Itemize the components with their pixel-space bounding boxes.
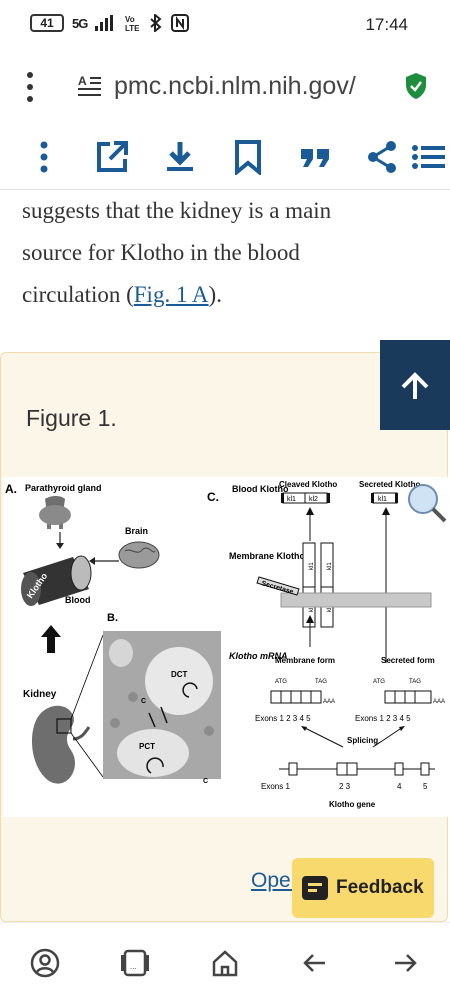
svg-text:...: ... — [130, 962, 137, 971]
kl1-secreted-label: kl1 — [378, 496, 387, 503]
brain-label: Brain — [125, 526, 148, 536]
gene-exon-4-label: 4 — [397, 782, 402, 791]
dct-label: DCT — [171, 670, 188, 679]
url-text[interactable]: pmc.ncbi.nlm.nih.gov/ — [114, 72, 356, 100]
feedback-label: Feedback — [336, 877, 424, 898]
bookmark-icon[interactable] — [230, 139, 266, 175]
kl1-label: kl1 — [287, 496, 296, 503]
panel-b-label: B. — [107, 612, 118, 624]
splicing-label: Splicing — [347, 736, 378, 745]
parathyroid-label: Parathyroid gland — [25, 483, 102, 493]
membrane-kl1-label: kl1 — [309, 562, 315, 570]
more-options-icon[interactable] — [26, 139, 62, 175]
brain-drawing — [118, 541, 160, 569]
tabs-icon[interactable]: ... — [119, 947, 151, 979]
paragraph-line-3-end: ). — [208, 282, 222, 307]
article-paragraph: suggests that the kidney is a main sourc… — [22, 190, 422, 316]
paragraph-line-1: suggests that the kidney is a main — [22, 198, 332, 223]
klotho-gene-label: Klotho gene — [329, 800, 376, 809]
svg-text:A: A — [78, 74, 87, 88]
kidney-label: Kidney — [23, 689, 57, 700]
secreted-form-label: Secreted form — [381, 656, 435, 665]
security-shield-icon[interactable] — [404, 72, 428, 100]
back-arrow-icon[interactable] — [299, 947, 331, 979]
feedback-icon — [302, 876, 328, 900]
article-toolbar — [0, 124, 450, 190]
figure-image[interactable]: A. Parathyroid gland Brain Klotho Blood — [3, 477, 449, 817]
membrane2-kl1-label: kl1 — [327, 562, 333, 570]
gene-exon-5-label: 5 — [423, 782, 428, 791]
reader-mode-icon[interactable]: A — [78, 74, 102, 98]
signal-icon — [95, 15, 114, 31]
membrane2-kl2-label: kl2 — [327, 604, 333, 612]
atg-label-2: ATG — [373, 679, 385, 685]
download-icon[interactable] — [162, 139, 198, 175]
zoom-magnifier-icon[interactable] — [408, 484, 447, 523]
blood-vessel-drawing — [21, 555, 92, 606]
bluetooth-icon — [150, 14, 162, 32]
network-label: 5G — [72, 15, 88, 31]
open-figure-link[interactable]: Open — [251, 869, 303, 892]
gene-exons-label: Exons 1 — [261, 782, 290, 791]
c-small-label-1: C — [141, 698, 146, 705]
system-navigation-bar: ... — [0, 922, 450, 1000]
forward-arrow-icon[interactable] — [389, 947, 421, 979]
atg-label-1: ATG — [275, 679, 287, 685]
c-small-label-2: C — [203, 778, 208, 785]
table-of-contents-icon[interactable] — [410, 139, 446, 175]
profile-icon[interactable] — [29, 947, 61, 979]
gene-exon-23-label: 2 3 — [339, 782, 351, 791]
cell-membrane — [280, 592, 432, 608]
klotho-mrna-label: Klotho mRNA — [229, 651, 288, 661]
tag-label-2: TAG — [409, 679, 421, 685]
cleaved-klotho-label: Cleaved Klotho — [279, 480, 337, 489]
nfc-icon — [171, 14, 190, 32]
back-to-top-button[interactable] — [380, 340, 450, 430]
paragraph-line-3: circulation ( — [22, 282, 134, 307]
exons-membrane-label: Exons 1 2 3 4 5 — [255, 714, 311, 723]
exons-secreted-label: Exons 1 2 3 4 5 — [355, 714, 411, 723]
figure-panel: Figure 1. A. Parathyroid gland Brain — [0, 352, 449, 922]
pct-label: PCT — [139, 742, 155, 751]
svg-text:LTE: LTE — [125, 24, 140, 32]
blood-label-a: Blood — [65, 595, 91, 605]
tag-label-1: TAG — [315, 679, 327, 685]
membrane-klotho-label: Membrane Klotho — [229, 551, 306, 561]
panel-c-label: C. — [207, 490, 219, 504]
home-icon[interactable] — [209, 947, 241, 979]
share-icon[interactable] — [364, 139, 400, 175]
kidney-drawing — [31, 705, 75, 784]
arrow-up-icon — [401, 372, 429, 399]
feedback-button[interactable]: Feedback — [292, 858, 434, 918]
membrane-kl2-label: kl2 — [309, 604, 315, 612]
panel-a-label: A. — [5, 482, 17, 496]
blood-klotho-label: Blood Klotho — [232, 484, 289, 494]
figure-1a-link[interactable]: Fig. 1 A — [133, 282, 209, 307]
cite-quote-icon[interactable] — [298, 139, 334, 175]
battery-indicator: 41 — [30, 14, 64, 32]
aaa-label-2: AAA — [433, 699, 445, 705]
kl2-label: kl2 — [309, 496, 318, 503]
figure-title: Figure 1. — [26, 405, 117, 431]
open-external-icon[interactable] — [94, 139, 130, 175]
browser-url-bar: A pmc.ncbi.nlm.nih.gov/ — [0, 50, 450, 124]
browser-menu-icon[interactable] — [26, 72, 34, 102]
membrane-form-label: Membrane form — [275, 656, 335, 665]
parathyroid-gland-drawing — [39, 496, 71, 529]
status-time: 17:44 — [365, 15, 408, 34]
secreted-klotho-label: Secreted Klotho — [359, 480, 420, 489]
svg-text:Vo: Vo — [125, 15, 135, 24]
up-arrow-drawing — [41, 625, 61, 653]
paragraph-line-2: source for Klotho in the blood — [22, 240, 300, 265]
aaa-label-1: AAA — [323, 699, 335, 705]
